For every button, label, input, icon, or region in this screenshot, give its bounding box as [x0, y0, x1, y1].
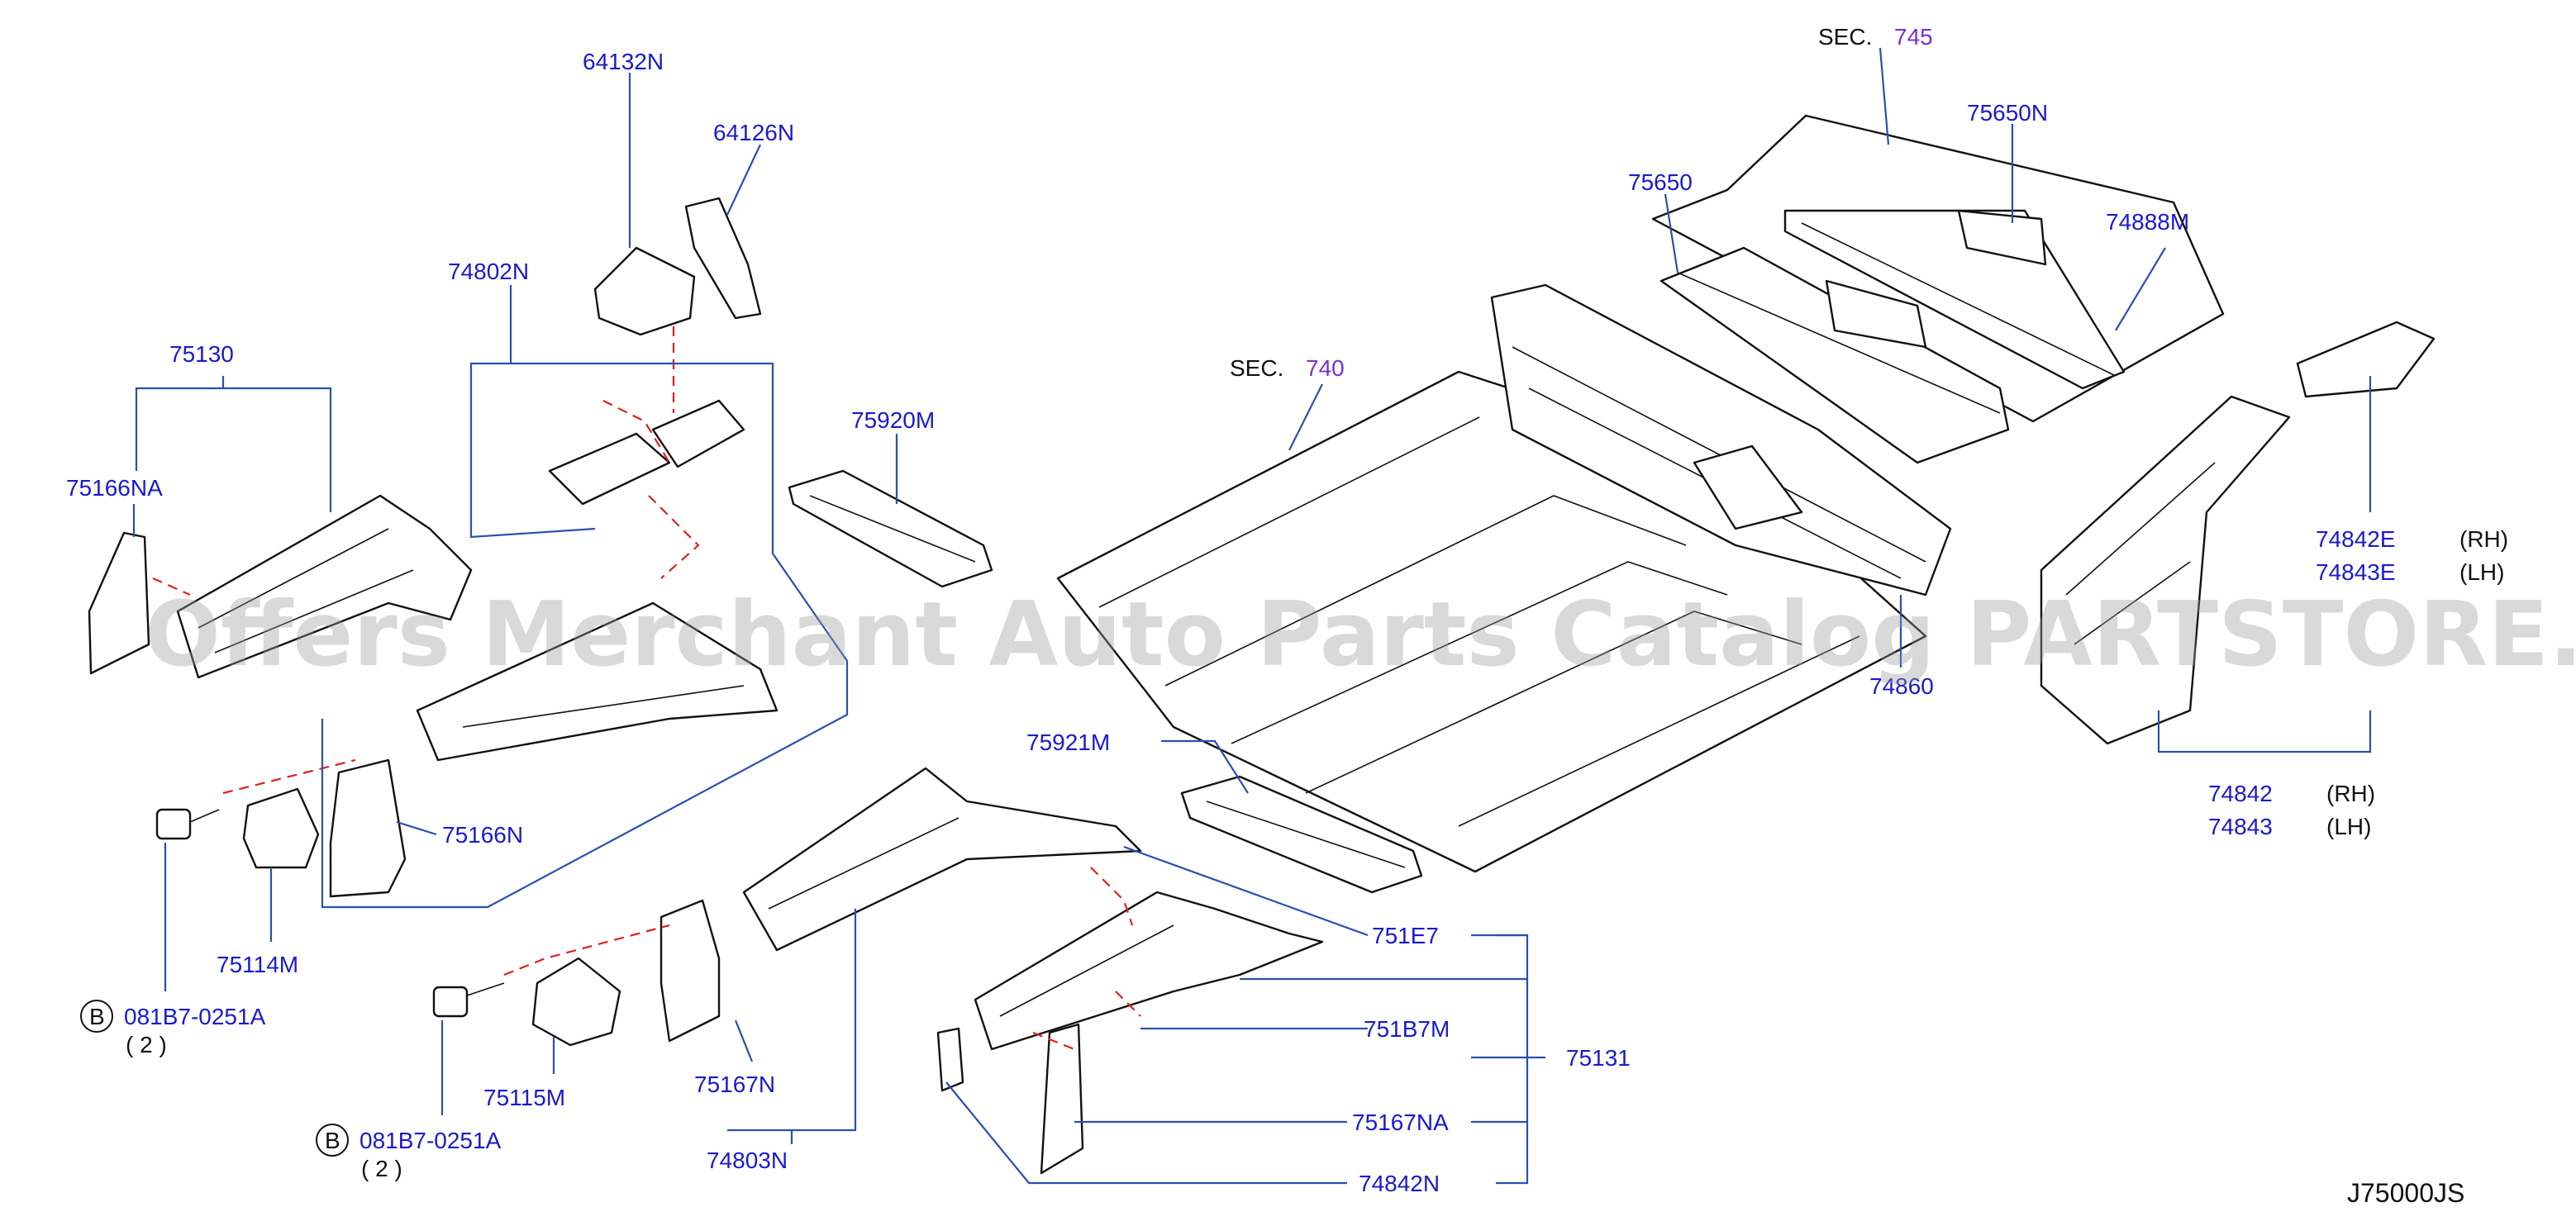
watermark: Offers Merchant Auto Parts Catalog PARTS…	[145, 583, 2576, 687]
side-member-75130-drawing	[176, 494, 473, 679]
label-75650N: 75650N	[1967, 100, 2048, 126]
label-751B7M: 751B7M	[1364, 1016, 1450, 1042]
label-74843: 74843	[2208, 814, 2273, 839]
label-75167N: 75167N	[694, 1072, 775, 1097]
label-rh-2: (RH)	[2326, 781, 2375, 806]
label-75114M: 75114M	[217, 952, 298, 977]
label-751E7: 751E7	[1372, 923, 1439, 948]
bolt-marker-circle-2	[316, 1124, 349, 1157]
label-rh-1: (RH)	[2459, 526, 2508, 552]
label-74843E: 74843E	[2316, 559, 2396, 585]
bolt-marker-1: B	[89, 1004, 105, 1029]
bolt-part-1: 081B7-0251A	[124, 1004, 266, 1029]
bolt-marker-2: B	[325, 1128, 340, 1153]
label-75920M: 75920M	[851, 407, 935, 433]
bolt-marker-circle-1	[80, 1000, 113, 1033]
label-75921M: 75921M	[1026, 729, 1110, 755]
label-74842N: 74842N	[1359, 1171, 1440, 1196]
label-75166N: 75166N	[442, 822, 523, 848]
label-74842E: 74842E	[2316, 526, 2396, 552]
label-75115M: 75115M	[483, 1085, 565, 1110]
label-74842: 74842	[2208, 781, 2273, 806]
mount-75115M-drawing	[432, 957, 621, 1047]
label-74888M: 74888M	[2106, 209, 2189, 235]
rear-floor-drawing	[1651, 114, 2225, 464]
section-745-number: 745	[1894, 24, 1933, 50]
diagram-code: J75000JS	[2347, 1178, 2464, 1208]
label-75650: 75650	[1628, 169, 1693, 195]
bracket-75921M-drawing	[1180, 775, 1423, 894]
bolt-qty-2: ( 2 )	[361, 1156, 402, 1181]
label-75131: 75131	[1566, 1045, 1631, 1071]
label-64132N: 64132N	[583, 49, 664, 74]
cross-member-74860-drawing	[1490, 283, 1952, 596]
label-74860: 74860	[1869, 673, 1934, 699]
bolt-part-2: 081B7-0251A	[359, 1128, 502, 1153]
mount-75114M-drawing	[155, 787, 320, 869]
member-75131-drawing	[742, 767, 1324, 1051]
member-74802N-lower-drawing	[416, 601, 779, 762]
bracket-64132N-drawing	[593, 197, 762, 336]
plate-75166N-drawing	[329, 758, 407, 898]
label-lh-1: (LH)	[2459, 559, 2504, 585]
label-74802N: 74802N	[448, 259, 529, 284]
section-740-number: 740	[1306, 355, 1345, 381]
bracket-75920M-drawing	[788, 469, 993, 588]
label-64126N: 64126N	[713, 120, 794, 145]
label-75167NA: 75167NA	[1352, 1110, 1449, 1135]
plate-75167NA-drawing	[936, 1023, 1084, 1175]
label-75166NA: 75166NA	[66, 475, 163, 501]
part-labels: 64132N 64126N 74802N 75130 75166NA 75920…	[66, 24, 2508, 1208]
label-75130: 75130	[169, 341, 234, 367]
bracket-74802N-drawing	[548, 399, 745, 506]
side-member-74842-drawing	[2040, 321, 2436, 745]
section-740-prefix: SEC.	[1230, 355, 1283, 381]
bolt-qty-1: ( 2 )	[126, 1032, 167, 1057]
section-745-prefix: SEC.	[1818, 24, 1872, 50]
label-lh-2: (LH)	[2326, 814, 2371, 839]
assembly-dashed-lines	[152, 326, 1141, 1051]
bracket-75167N-drawing	[659, 899, 721, 1043]
plate-75166NA-drawing	[88, 531, 150, 675]
leader-lines	[132, 47, 2372, 1185]
label-74803N: 74803N	[707, 1148, 788, 1173]
